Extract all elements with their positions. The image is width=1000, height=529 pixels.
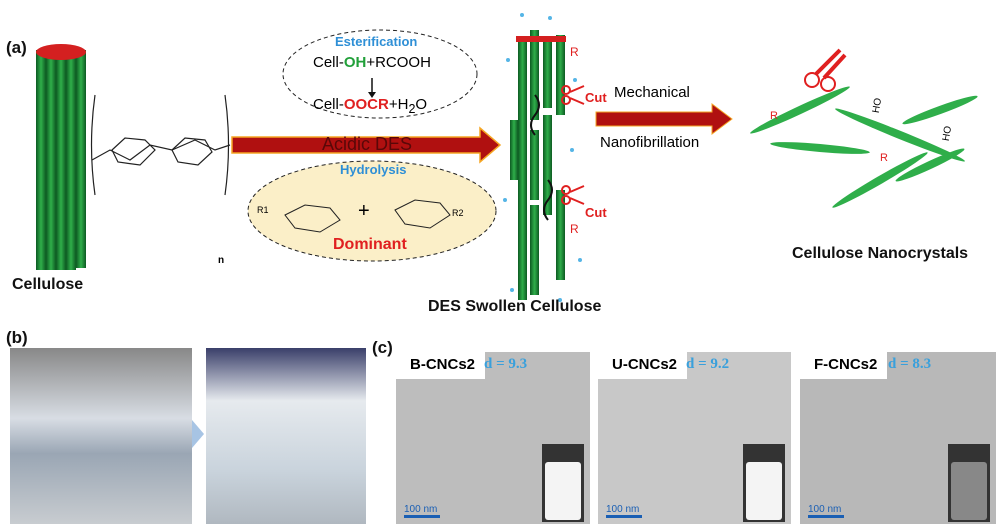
tem-sample-name: U-CNCs2 bbox=[598, 352, 688, 379]
tem-panel-b: B-CNCs2 d = 9.3 100 nm bbox=[396, 352, 590, 524]
tem-diameter: d = 9.3 bbox=[484, 356, 528, 372]
swollen-bundle bbox=[503, 13, 582, 302]
hydrolysis-ellipse bbox=[247, 160, 497, 262]
panel-label-b: (b) bbox=[6, 328, 28, 347]
tem-diameter: d = 8.3 bbox=[888, 356, 932, 372]
cellulose-bundle bbox=[36, 44, 86, 270]
esterification-reactants: Cell-OH+RCOOH bbox=[313, 54, 431, 71]
cellulose-caption: Cellulose bbox=[12, 276, 84, 293]
panel-label-a: (a) bbox=[6, 38, 27, 57]
mechanical-label: Mechanical bbox=[614, 84, 690, 101]
r2-label: R2 bbox=[452, 208, 464, 218]
esterification-ellipse bbox=[282, 29, 478, 119]
arrow-mechanical bbox=[595, 103, 733, 135]
nanocrystals-caption: Cellulose Nanocrystals bbox=[792, 245, 969, 262]
panel-label-c: (c) bbox=[372, 338, 393, 357]
tem-diameter: d = 9.2 bbox=[686, 356, 730, 372]
cut-label-2: Cut bbox=[585, 205, 607, 220]
vial-image bbox=[542, 444, 584, 522]
r-label-3: R bbox=[770, 110, 778, 122]
tem-sample-name: B-CNCs2 bbox=[396, 352, 486, 379]
tem-panel-u: U-CNCs2 d = 9.2 100 nm bbox=[598, 352, 791, 524]
glucose-rings bbox=[284, 199, 451, 233]
esterification-products: Cell-OOCR+H2O bbox=[313, 96, 428, 116]
r-label-2: R bbox=[570, 222, 579, 236]
scale-bar: 100 nm bbox=[404, 504, 440, 518]
dominant-label: Dominant bbox=[333, 236, 407, 253]
scale-bar: 100 nm bbox=[606, 504, 642, 518]
esterification-title: Esterification bbox=[335, 34, 418, 49]
r1-label: R1 bbox=[257, 205, 269, 215]
cellulose-chain bbox=[90, 94, 231, 196]
cut-label-1: Cut bbox=[585, 90, 607, 105]
photo-suspension-after bbox=[206, 348, 366, 524]
r-label-1: R bbox=[570, 45, 579, 59]
vial-image bbox=[743, 444, 785, 522]
swollen-caption: DES Swollen Cellulose bbox=[428, 298, 602, 315]
acidic-des-label: Acidic DES bbox=[322, 134, 413, 154]
nanocrystals bbox=[750, 86, 978, 208]
scale-bar: 100 nm bbox=[808, 504, 844, 518]
hydrolysis-title: Hydrolysis bbox=[340, 162, 407, 177]
plus-sign: + bbox=[358, 200, 370, 222]
tem-sample-name: F-CNCs2 bbox=[800, 352, 888, 379]
red-arrow-acidic-des bbox=[231, 126, 502, 164]
tem-panel-f: F-CNCs2 d = 8.3 100 nm bbox=[800, 352, 996, 524]
repeat-n: n bbox=[218, 255, 225, 266]
photo-suspension-before bbox=[10, 348, 192, 524]
transition-arrow bbox=[192, 420, 204, 448]
nanofibrillation-label: Nanofibrillation bbox=[600, 134, 700, 151]
scissors-icon bbox=[561, 48, 847, 205]
vial-image bbox=[948, 444, 990, 522]
r-label-4: R bbox=[880, 152, 888, 164]
